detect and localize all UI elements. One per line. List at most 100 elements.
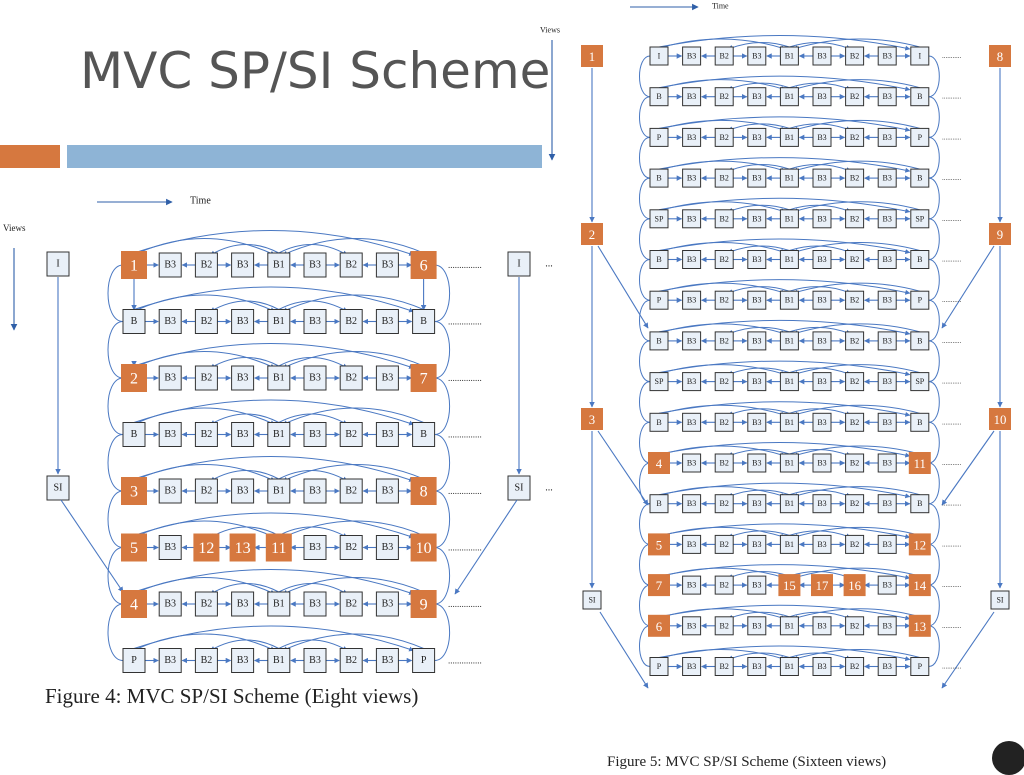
- left-frame-box: [194, 365, 218, 391]
- left-frame-box: [375, 365, 399, 391]
- right-arc-mid: [792, 404, 920, 417]
- dotted-continuation: ...........: [942, 663, 962, 671]
- right-frame-label: B1: [785, 540, 794, 549]
- accent-bar-blue: [67, 145, 542, 168]
- right-frame-label: B2: [720, 52, 729, 61]
- left-frame-label: B3: [164, 260, 176, 271]
- left-frame-label: B3: [309, 373, 321, 384]
- right-frame-label: B1: [785, 499, 794, 508]
- left-frame-label: B2: [201, 429, 213, 440]
- right-frame-box: [877, 127, 897, 147]
- right-frame-box: [779, 46, 799, 66]
- right-frame-label: B1: [785, 92, 794, 101]
- left-arc-mid: [282, 238, 424, 256]
- right-marker-number: 10: [994, 413, 1007, 427]
- left-marker-number: 3: [589, 413, 595, 427]
- right-frame-label: B3: [883, 459, 892, 468]
- left-arc-mid: [137, 464, 276, 482]
- left-marker-number: 2: [589, 228, 595, 242]
- right-frame-label: B3: [883, 214, 892, 223]
- right-frame-box: [747, 534, 767, 554]
- right-frame-number: 15: [783, 579, 796, 593]
- right-arc-mid: [662, 567, 786, 580]
- right-frame-box: [877, 87, 897, 107]
- left-frame-number: 13: [235, 540, 251, 557]
- left-frame-marker: [193, 533, 220, 562]
- left-frame-box: [303, 478, 327, 504]
- right-frame-box: [779, 412, 799, 432]
- right-frame-label: B3: [752, 255, 761, 264]
- right-frame-label: B3: [883, 581, 892, 590]
- right-frame-box: [779, 250, 799, 269]
- left-frame-label: B3: [382, 316, 394, 327]
- right-frame-box: [714, 331, 734, 351]
- left-frame-label: B2: [345, 655, 357, 666]
- left-frame-number: 7: [420, 371, 428, 388]
- right-arc-anchor: [658, 116, 911, 132]
- right-frame-label: B3: [817, 52, 826, 61]
- left-frame-label: B3: [237, 260, 249, 271]
- right-arc-mid: [662, 526, 786, 539]
- left-frame-box: [122, 422, 146, 447]
- slide-number: [992, 741, 1024, 775]
- left-frame-label: B2: [345, 599, 357, 610]
- right-frame-box: [779, 534, 799, 554]
- right-frame-label: B2: [850, 499, 859, 508]
- right-frame-box: [682, 250, 702, 269]
- left-arc-mid: [282, 464, 424, 482]
- left-frame-label: B3: [382, 599, 394, 610]
- left-arc-anchor: [133, 569, 415, 595]
- right-loop-left: [639, 543, 651, 586]
- dotted-continuation: ...........: [942, 581, 962, 589]
- views-axis-label: Views: [3, 223, 26, 233]
- left-frame-box: [231, 252, 255, 278]
- right-arc-anchor: [658, 157, 911, 173]
- right-frame-label: B2: [850, 52, 859, 61]
- left-frame-box: [375, 478, 399, 504]
- right-loop-left: [639, 96, 651, 138]
- right-frame-label: B3: [687, 581, 696, 590]
- right-frame-label: B3: [883, 255, 892, 264]
- right-arc-mid: [792, 486, 920, 498]
- right-frame-box: [812, 657, 832, 676]
- right-frame-label: B3: [817, 418, 826, 427]
- right-frame-box: [649, 290, 669, 310]
- left-frame-box: [303, 252, 327, 278]
- side-frame-si-label: SI: [515, 483, 524, 494]
- side-frame-si-label: SI: [588, 596, 595, 605]
- left-arc-small: [209, 300, 280, 312]
- left-frame-box: [267, 365, 291, 391]
- right-frame-label: B3: [752, 581, 761, 590]
- right-frame-label: B3: [817, 459, 826, 468]
- right-frame-label: B3: [752, 540, 761, 549]
- right-arc-anchor: [658, 238, 911, 255]
- right-frame-box: [877, 534, 897, 554]
- left-loop-right: [434, 434, 451, 492]
- dotted-continuation: ...............: [448, 317, 482, 327]
- side-arrow-diag: [941, 430, 995, 506]
- left-arc-small: [278, 470, 348, 482]
- right-arc-mid: [792, 608, 920, 620]
- left-frame-number: 2: [130, 371, 138, 388]
- left-frame-label: B2: [345, 429, 357, 440]
- dotted-continuation: ...........: [942, 337, 962, 345]
- right-arc-anchor: [658, 319, 911, 336]
- right-frame-box: [910, 46, 930, 66]
- right-frame-label: B3: [687, 133, 696, 142]
- right-arc-mid: [662, 649, 786, 661]
- right-frame-label: B3: [752, 662, 761, 671]
- dotted-continuation: ...........: [942, 622, 962, 630]
- right-frame-box: [714, 494, 734, 514]
- right-loop-right: [928, 136, 940, 179]
- right-arc-anchor: [658, 442, 911, 458]
- right-arc-mid: [662, 364, 786, 376]
- right-frame-label: B: [656, 174, 661, 183]
- dotted-continuation: ...........: [942, 93, 962, 101]
- left-frame-box: [339, 648, 363, 673]
- right-frame-label: B: [656, 336, 661, 345]
- right-frame-box: [649, 209, 669, 229]
- left-frame-marker: [410, 251, 437, 279]
- left-frame-label: B2: [201, 316, 213, 327]
- left-frame-label: B: [420, 316, 427, 327]
- right-arc-mid: [662, 119, 786, 132]
